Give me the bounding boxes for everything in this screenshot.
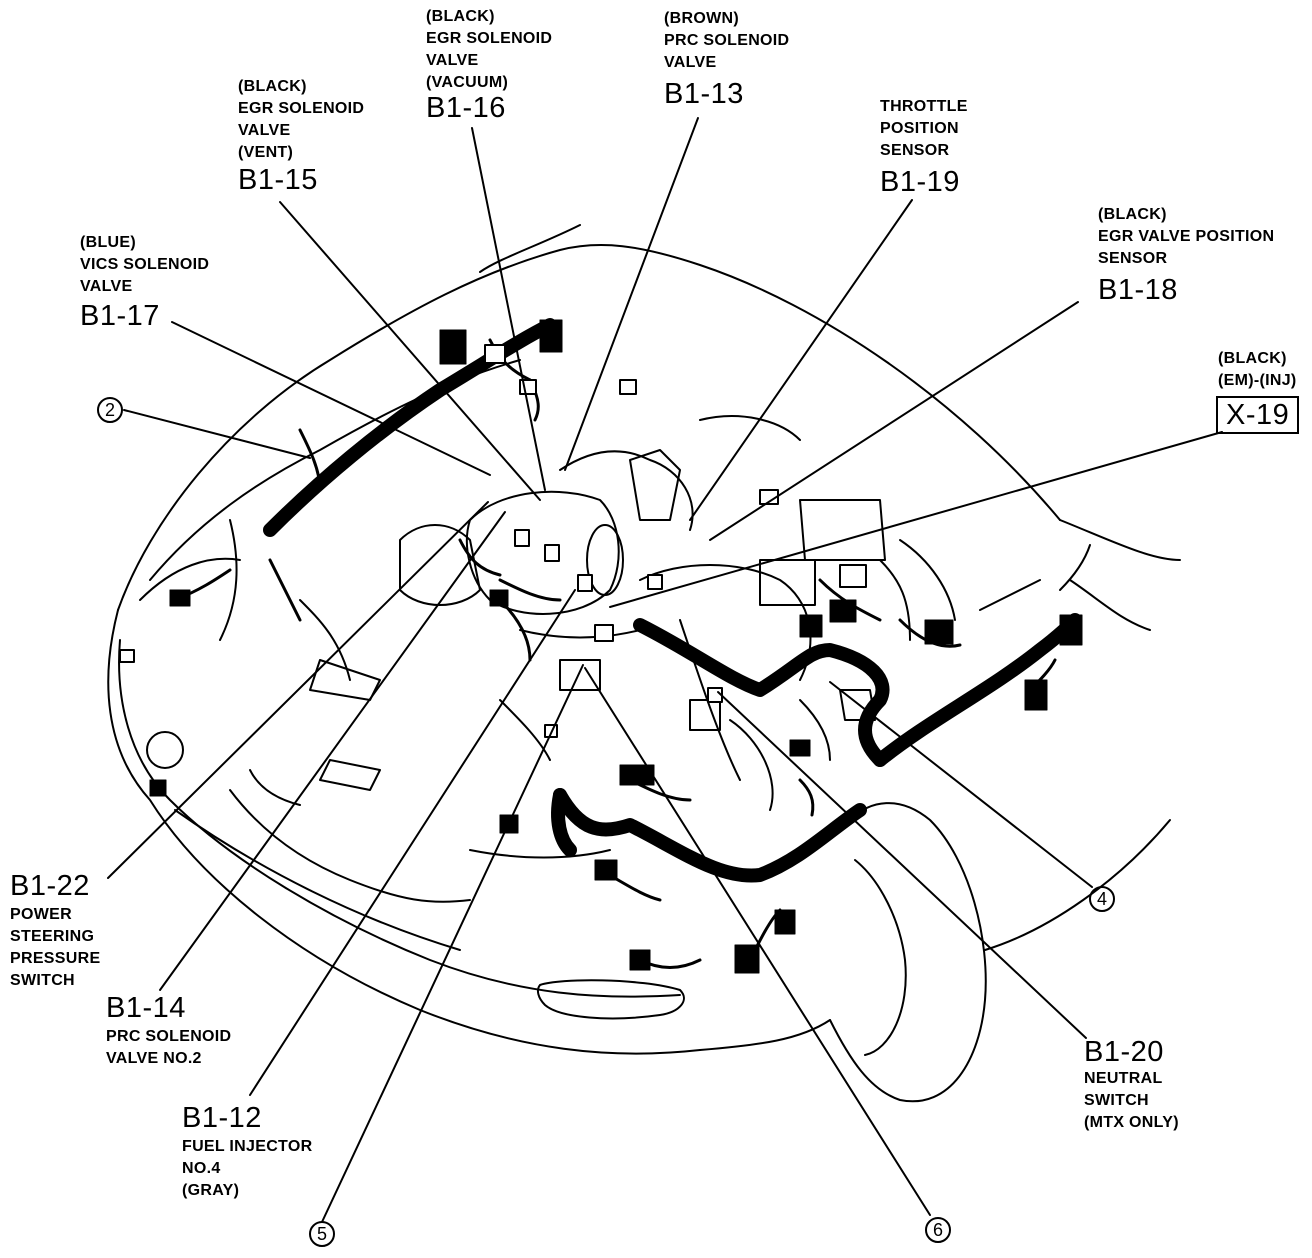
callout-b1-16-code: B1-16 (426, 92, 506, 124)
callout-b1-17-code: B1-17 (80, 300, 160, 332)
callout-line: SENSOR (1098, 250, 1168, 267)
callout-b1-17-description: (BLUE) VICS SOLENOID VALVE (80, 232, 209, 298)
callout-line: NEUTRAL (1084, 1070, 1163, 1087)
callout-line: POSITION (880, 120, 959, 137)
callout-line: EGR SOLENOID (238, 100, 365, 117)
callout-line: PRESSURE (10, 950, 101, 967)
callout-x-19-description: (BLACK) (EM)-(INJ) (1218, 348, 1297, 392)
marker-2: 2 (97, 397, 123, 423)
callout-b1-19-description: THROTTLE POSITION SENSOR (880, 96, 968, 162)
callout-line: (BLACK) (1218, 350, 1287, 367)
wiring-harness (263, 318, 1082, 883)
callout-b1-22-code: B1-22 (10, 870, 90, 902)
callout-b1-16-description: (BLACK) EGR SOLENOID VALVE (VACUUM) (426, 6, 552, 94)
callout-b1-20-code: B1-20 (1084, 1036, 1164, 1068)
callout-line: SWITCH (1084, 1092, 1149, 1109)
callout-line: VALVE (80, 278, 133, 295)
callout-line: (BLACK) (238, 78, 307, 95)
callout-b1-20-description: NEUTRAL SWITCH (MTX ONLY) (1084, 1068, 1179, 1134)
callout-b1-18-code: B1-18 (1098, 274, 1178, 306)
callout-b1-15-code: B1-15 (238, 164, 318, 196)
marker-4: 4 (1089, 886, 1115, 912)
callout-line: VALVE (238, 122, 291, 139)
callout-line: SWITCH (10, 972, 75, 989)
callout-b1-19-code: B1-19 (880, 166, 960, 198)
marker-5: 5 (309, 1221, 335, 1247)
callout-line: VALVE NO.2 (106, 1050, 202, 1067)
callout-b1-18-description: (BLACK) EGR VALVE POSITION SENSOR (1098, 204, 1274, 270)
callout-line: PRC SOLENOID (106, 1028, 232, 1045)
callout-line: (BLACK) (1098, 206, 1167, 223)
callout-line: (EM)-(INJ) (1218, 372, 1297, 389)
callout-line: EGR SOLENOID (426, 30, 553, 47)
callout-line: VALVE (664, 54, 717, 71)
callout-line: (MTX ONLY) (1084, 1114, 1179, 1131)
callout-line: (VACUUM) (426, 74, 509, 91)
callout-b1-12-code: B1-12 (182, 1102, 262, 1134)
engine-components (146, 415, 1041, 811)
callout-line: (BROWN) (664, 10, 739, 27)
car-body-outline (107, 224, 1181, 1103)
callout-line: POWER (10, 906, 72, 923)
callout-b1-14-description: PRC SOLENOID VALVE NO.2 (106, 1026, 231, 1070)
callout-line: VALVE (426, 52, 479, 69)
callout-line: (GRAY) (182, 1182, 240, 1199)
callout-line: FUEL INJECTOR (182, 1138, 313, 1155)
callout-line: THROTTLE (880, 98, 968, 115)
callout-line: VICS SOLENOID (80, 256, 210, 273)
callout-line: SENSOR (880, 142, 950, 159)
callout-b1-12-description: FUEL INJECTOR NO.4 (GRAY) (182, 1136, 312, 1202)
connector-blocks (149, 319, 1083, 974)
callout-line: (BLUE) (80, 234, 137, 251)
marker-6: 6 (925, 1217, 951, 1243)
callout-line: NO.4 (182, 1160, 221, 1177)
callout-line: EGR VALVE POSITION (1098, 228, 1275, 245)
callout-line: (VENT) (238, 144, 294, 161)
callout-line: STEERING (10, 928, 95, 945)
callout-x-19-code: X-19 (1216, 396, 1300, 434)
callout-b1-13-description: (BROWN) PRC SOLENOID VALVE (664, 8, 789, 74)
callout-b1-14-code: B1-14 (106, 992, 186, 1024)
leader-lines (107, 117, 1223, 1223)
callout-b1-15-description: (BLACK) EGR SOLENOID VALVE (VENT) (238, 76, 364, 164)
connector-outlines (119, 344, 867, 738)
callout-line: (BLACK) (426, 8, 495, 25)
callout-line: PRC SOLENOID (664, 32, 790, 49)
callout-b1-22-description: POWER STEERING PRESSURE SWITCH (10, 904, 100, 992)
callout-b1-13-code: B1-13 (664, 78, 744, 110)
